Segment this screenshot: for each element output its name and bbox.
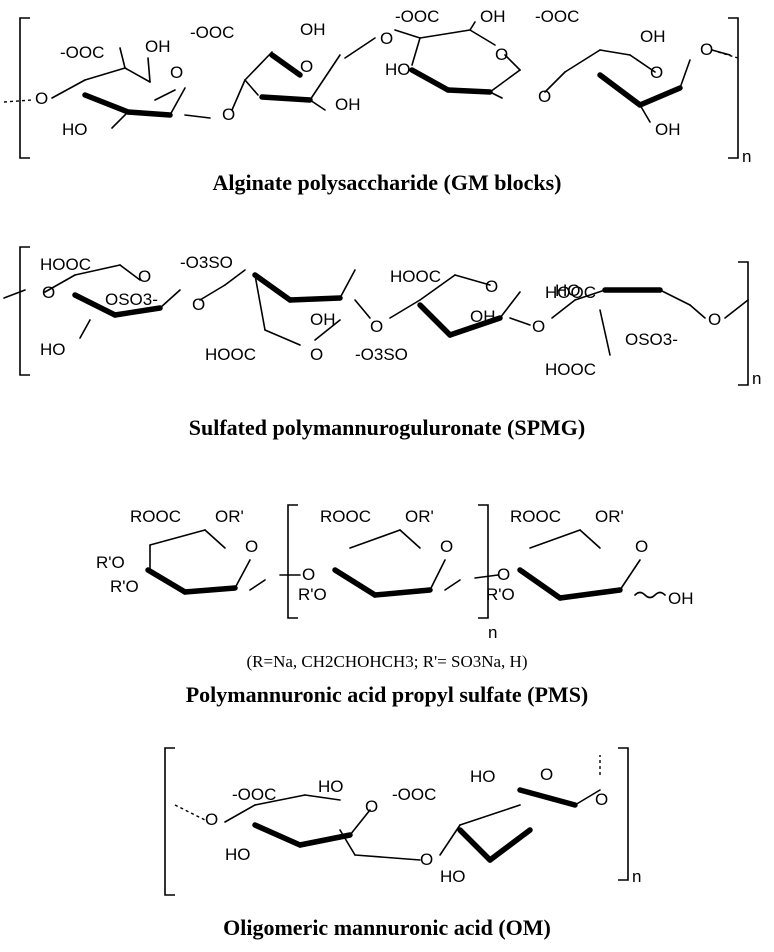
atom-label: O	[370, 317, 383, 336]
repeat-n: n	[742, 147, 751, 166]
atom-label: O	[700, 40, 713, 59]
atom-label: O	[440, 537, 453, 556]
atom-label: O	[380, 29, 393, 48]
pms-subtitle: (R=Na, CH2CHOHCH3; R'= SO3Na, H)	[246, 652, 528, 671]
spmg-structure: n HOOC O -O3SO HOOC HO	[3, 246, 761, 388]
atom-label: -OOC	[395, 7, 439, 26]
right-bracket	[728, 17, 739, 159]
atom-label: HO	[40, 340, 66, 359]
atom-label: OR'	[405, 507, 434, 526]
atom-label: OH	[668, 589, 694, 608]
atom-label: O	[485, 277, 498, 296]
atom-label: O	[222, 105, 235, 124]
alginate-structure: n	[3, 7, 751, 166]
left-bracket	[19, 246, 30, 376]
atom-label: R'O	[96, 553, 125, 572]
repeat-n: n	[752, 369, 761, 388]
right-bracket	[738, 261, 749, 386]
atom-label: OR'	[595, 507, 624, 526]
repeat-n: n	[488, 623, 497, 642]
atom-label: O	[495, 45, 508, 64]
atom-label: OH	[470, 307, 496, 326]
atom-label: O	[497, 565, 510, 584]
atom-label: OH	[145, 37, 171, 56]
atom-label: HO	[440, 867, 466, 886]
atom-label: HOOC	[545, 283, 596, 302]
atom-label: O	[205, 810, 218, 829]
atom-label: O	[245, 537, 258, 556]
atom-label: ROOC	[320, 507, 371, 526]
pms-caption: Polymannuronic acid propyl sulfate (PMS)	[185, 682, 589, 707]
atom-label: O	[42, 283, 55, 302]
atom-label: HOOC	[205, 345, 256, 364]
atom-label: R'O	[486, 585, 515, 604]
atom-label: OR'	[215, 507, 244, 526]
atom-label: -OOC	[190, 23, 234, 42]
right-bracket	[618, 747, 629, 881]
atom-label: HO	[555, 281, 581, 300]
pms-structure: n ROOC OR' ROOC OR' ROOC OR' R'O R'O R'O…	[96, 504, 694, 642]
atom-label: O	[635, 537, 648, 556]
atom-label: OH	[335, 95, 361, 114]
atom-label: O	[192, 295, 205, 314]
right-bracket	[478, 504, 489, 619]
atom-label: OSO3-	[105, 290, 158, 309]
atom-label: O	[170, 63, 183, 82]
atom-label: HO	[385, 60, 411, 79]
atom-label: -O3SO	[180, 253, 233, 272]
atom-label: -OOC	[535, 7, 579, 26]
atom-label: HO	[62, 120, 88, 139]
left-bracket	[164, 747, 175, 896]
spmg-caption: Sulfated polymannuroguluronate (SPMG)	[188, 415, 586, 440]
atom-label: O	[595, 790, 608, 809]
atom-label: HO	[318, 777, 344, 796]
atom-label: O	[35, 89, 48, 108]
atom-label: O	[650, 63, 663, 82]
om-structure: n -OOC HO -OOC HO HO HO O O O O O	[164, 747, 641, 896]
atom-label: -OOC	[392, 785, 436, 804]
atom-label: R'O	[298, 585, 327, 604]
repeat-n: n	[632, 867, 641, 886]
alginate-caption: Alginate polysaccharide (GM blocks)	[212, 170, 562, 195]
atom-label: O	[708, 310, 721, 329]
left-bracket	[287, 504, 298, 619]
atom-label: HO	[470, 767, 496, 786]
left-bracket	[19, 17, 30, 159]
atom-label: -O3SO	[355, 345, 408, 364]
atom-label: OH	[640, 27, 666, 46]
atom-label: O	[420, 850, 433, 869]
atom-label: R'O	[110, 577, 139, 596]
atom-label: O	[310, 345, 323, 364]
atom-label: O	[540, 765, 553, 784]
atom-label: O	[538, 87, 551, 106]
atom-label: OH	[480, 7, 506, 26]
atom-label: ROOC	[510, 507, 561, 526]
atom-label: OH	[655, 120, 681, 139]
atom-label: HOOC	[390, 267, 441, 286]
atom-label: O	[532, 317, 545, 336]
atom-label: OH	[300, 20, 326, 39]
atom-label: O	[365, 797, 378, 816]
atom-label: HO	[225, 845, 251, 864]
atom-label: HOOC	[40, 255, 91, 274]
atom-label: -OOC	[60, 43, 104, 62]
atom-label: O	[300, 57, 313, 76]
om-caption: Oligomeric mannuronic acid (OM)	[223, 915, 551, 940]
atom-label: ROOC	[130, 507, 181, 526]
atom-label: O	[302, 565, 315, 584]
atom-label: HOOC	[545, 360, 596, 379]
atom-label: OSO3-	[625, 330, 678, 349]
atom-label: OH	[310, 310, 336, 329]
atom-label: O	[138, 267, 151, 286]
atom-label: -OOC	[232, 785, 276, 804]
